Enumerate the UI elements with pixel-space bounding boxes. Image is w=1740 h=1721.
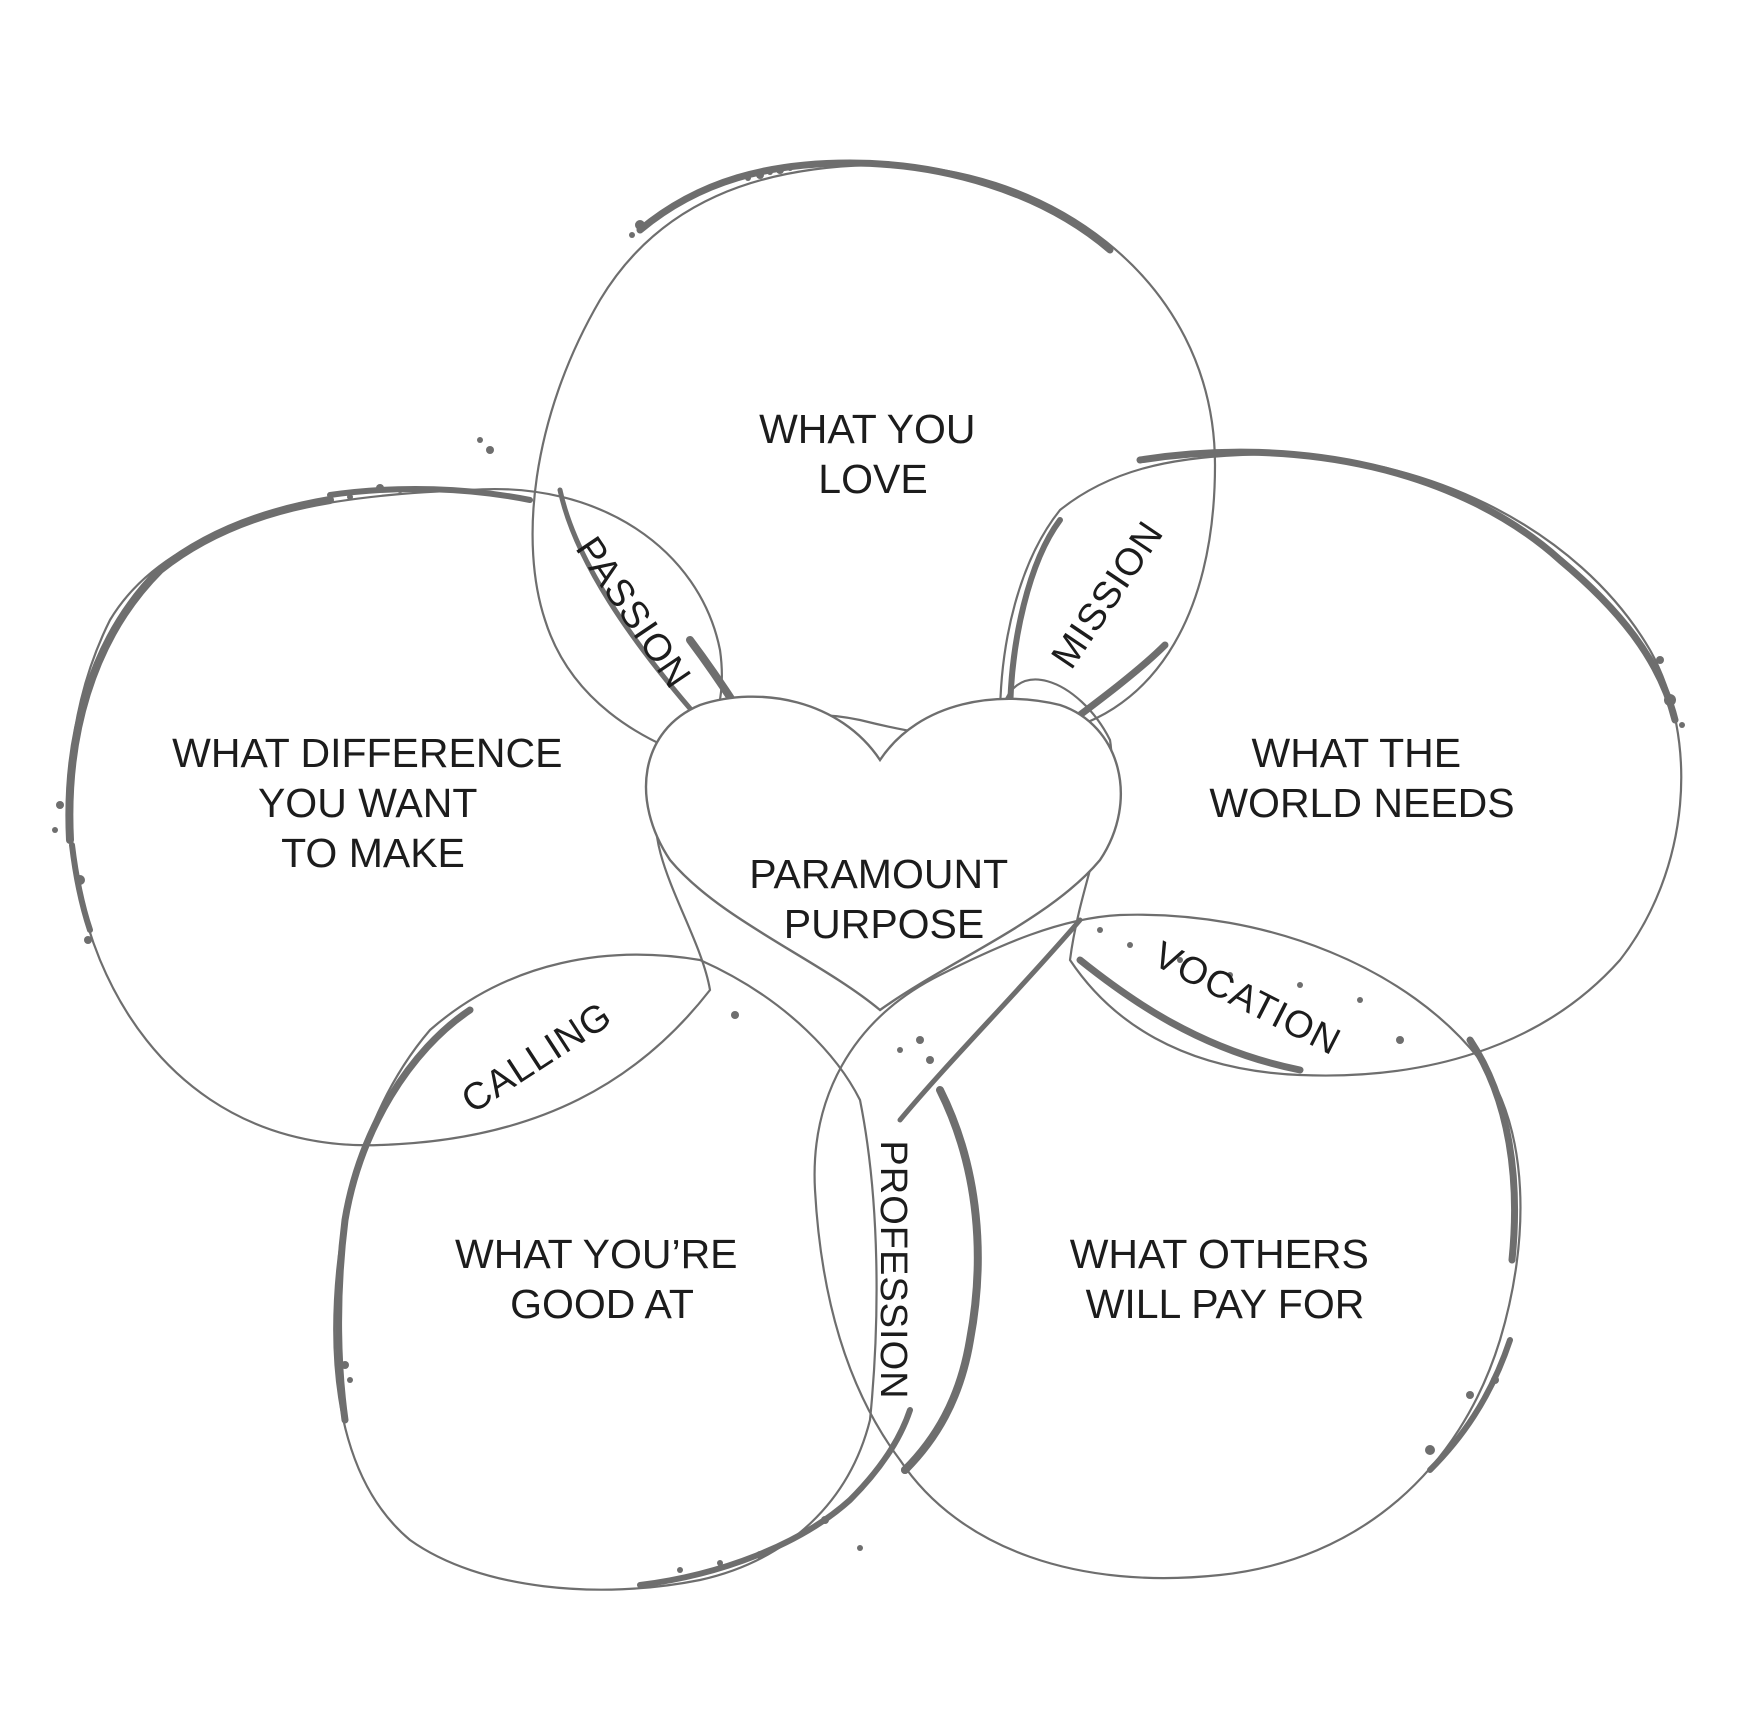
label-good-at-line1: WHAT YOU’RE <box>455 1231 737 1277</box>
label-what-difference: WHAT DIFFERENCE YOU WANT TO MAKE <box>172 730 574 876</box>
label-what-you-love-line1: WHAT YOU <box>759 406 975 452</box>
label-vocation: VOCATION <box>1147 934 1348 1064</box>
label-world-needs: WHAT THE WORLD NEEDS <box>1209 730 1514 826</box>
label-paramount-purpose-line1: PARAMOUNT <box>749 851 1008 897</box>
label-what-difference-line2: YOU WANT <box>258 780 477 826</box>
splatter-decoration <box>52 165 1685 1573</box>
label-paramount-purpose-line2: PURPOSE <box>784 901 985 947</box>
label-what-difference-line1: WHAT DIFFERENCE <box>172 730 562 776</box>
circle-what-difference <box>65 485 724 1147</box>
label-world-needs-line2: WORLD NEEDS <box>1209 780 1514 826</box>
label-what-difference-line3: TO MAKE <box>281 830 465 876</box>
label-pay-for: WHAT OTHERS WILL PAY FOR <box>1070 1231 1381 1327</box>
label-what-you-love-line2: LOVE <box>818 456 927 502</box>
label-world-needs-line1: WHAT THE <box>1252 730 1462 776</box>
label-good-at: WHAT YOU’RE GOOD AT <box>455 1231 749 1327</box>
label-pay-for-line1: WHAT OTHERS <box>1070 1231 1369 1277</box>
label-profession: PROFESSION <box>872 1140 914 1399</box>
label-passion: PASSION <box>567 529 699 696</box>
label-paramount-purpose: PARAMOUNT PURPOSE <box>749 851 1019 947</box>
label-calling: CALLING <box>454 994 619 1122</box>
circle-good-at <box>333 953 913 1591</box>
label-good-at-line2: GOOD AT <box>510 1281 694 1327</box>
circle-pay-for <box>813 913 1522 1580</box>
label-pay-for-line2: WILL PAY FOR <box>1086 1281 1365 1327</box>
label-what-you-love: WHAT YOU LOVE <box>759 406 987 502</box>
center-heart <box>644 695 1122 1123</box>
